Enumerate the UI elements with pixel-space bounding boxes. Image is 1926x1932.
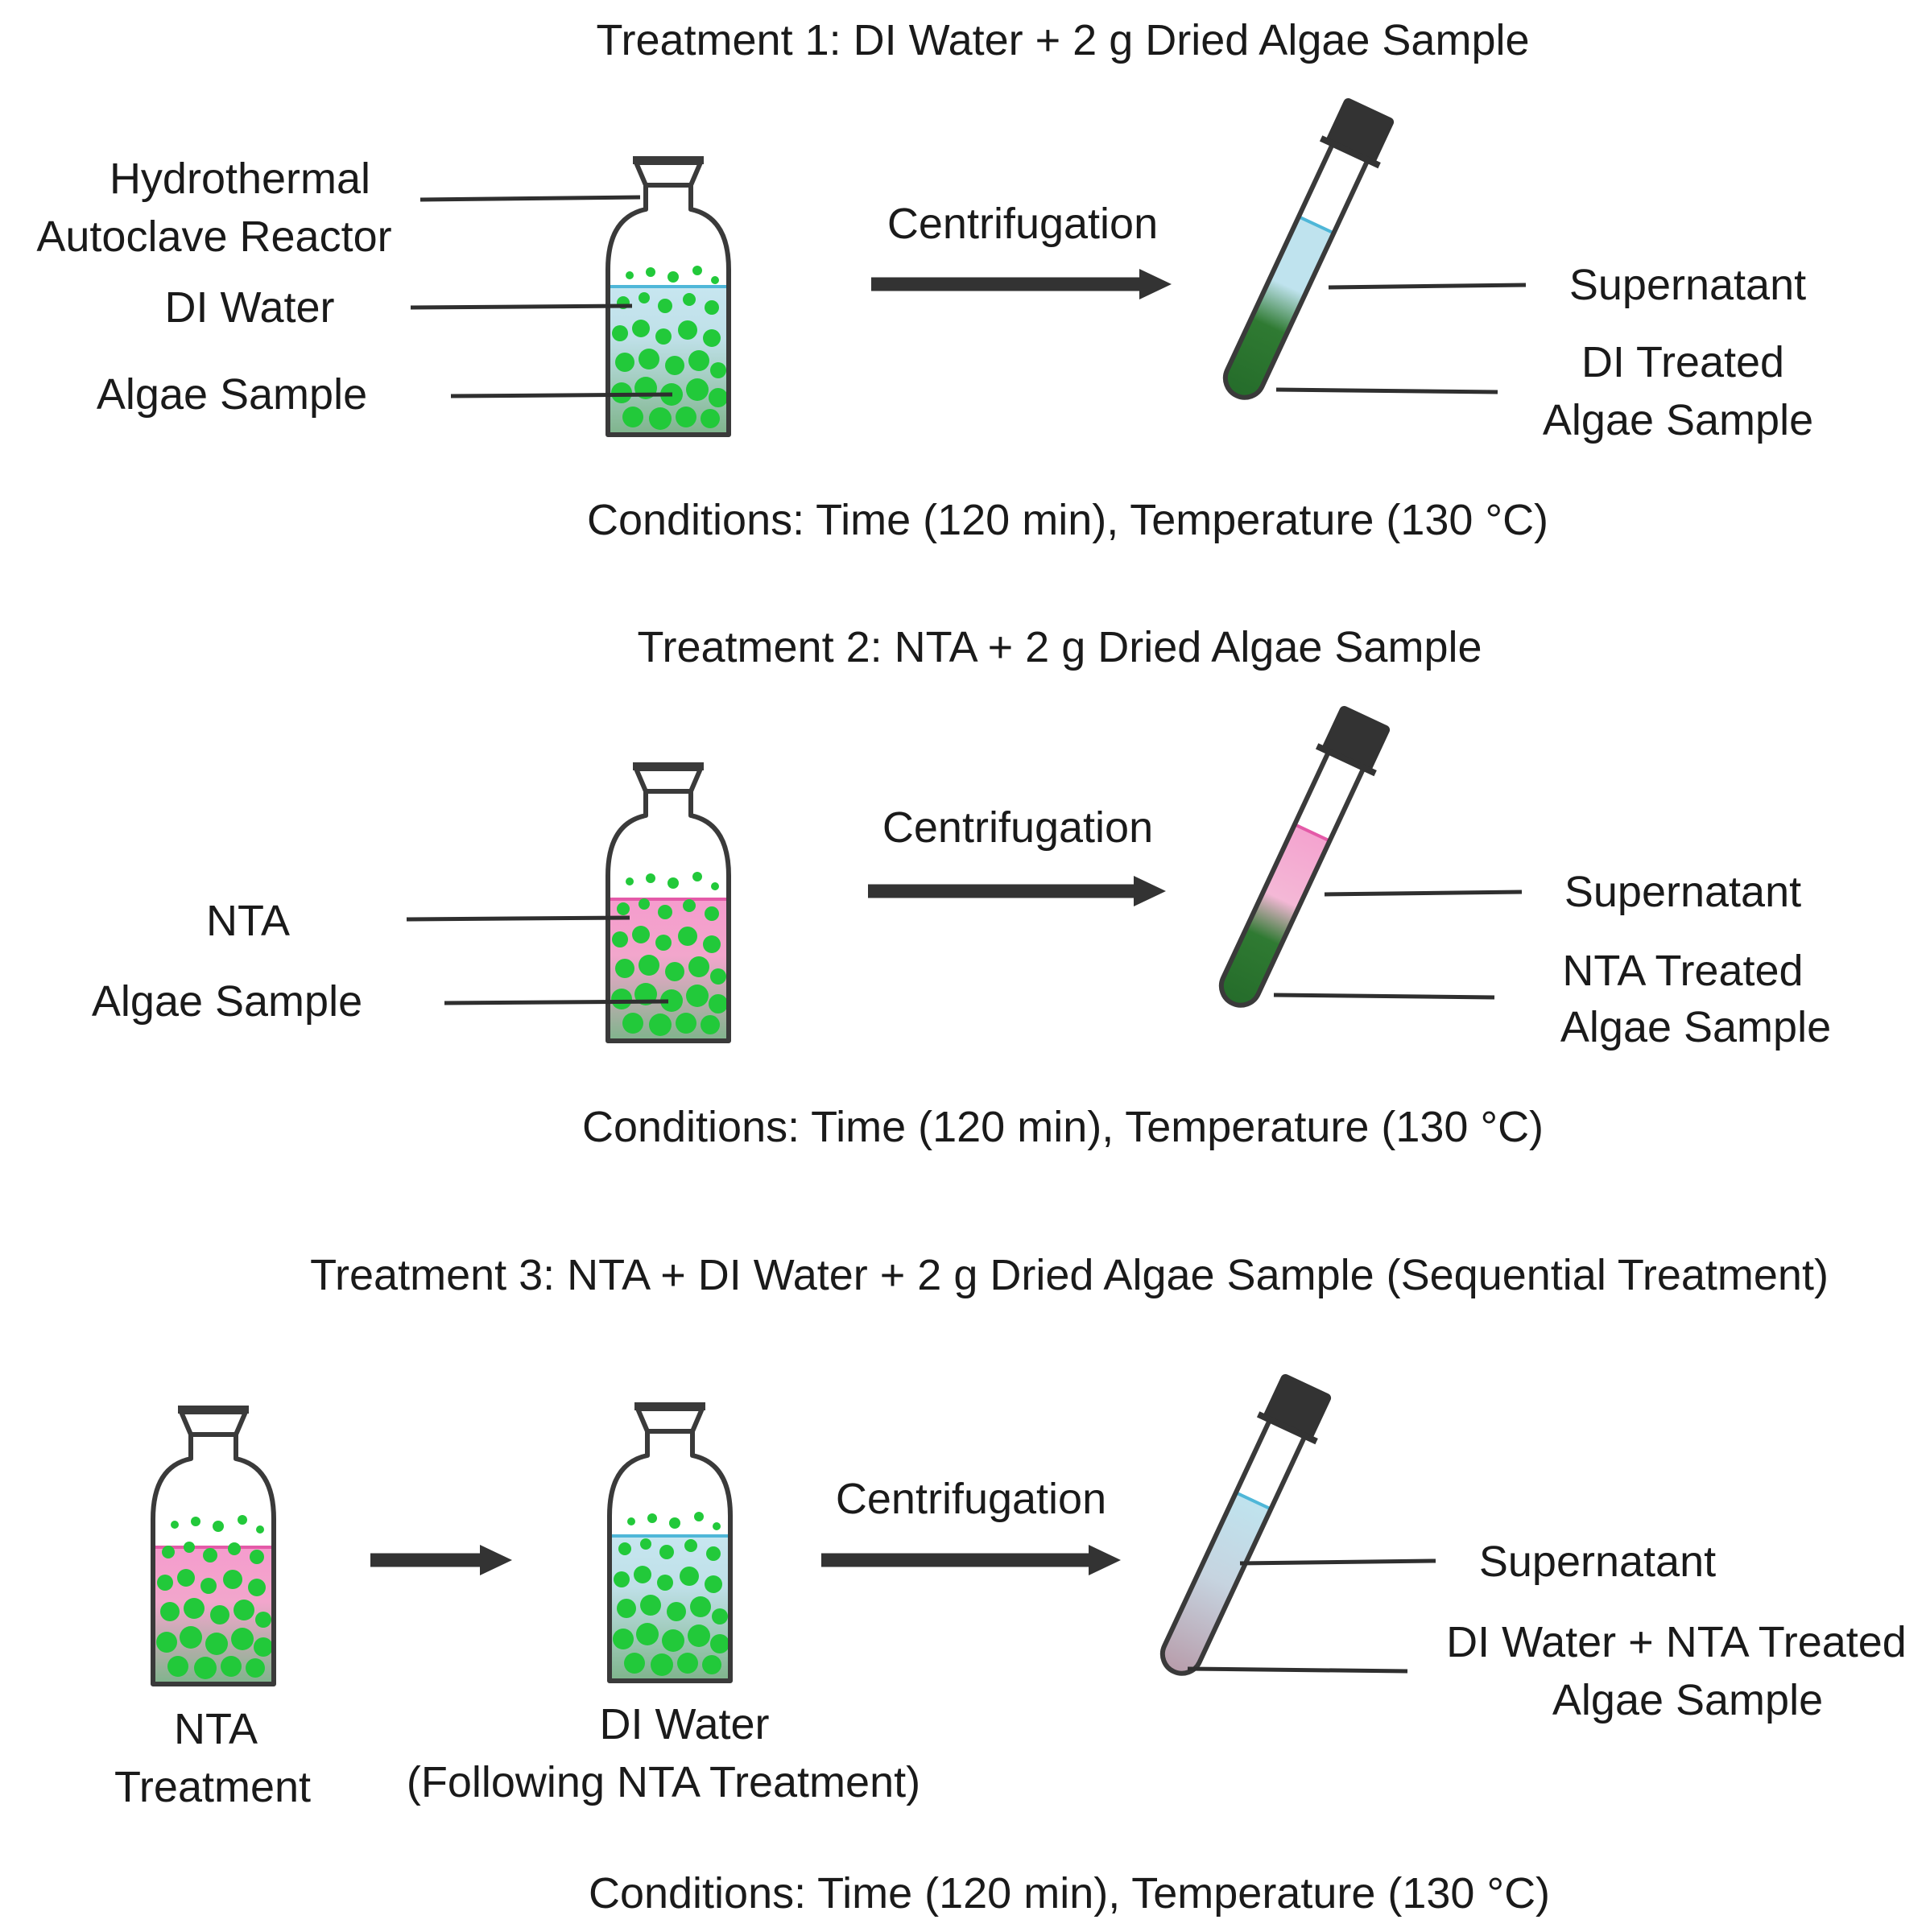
di-water-bottle-icon [607,1402,733,1683]
supernatant-label: Supernatant [1569,261,1806,309]
treated-sample-label-line-1: DI Water + NTA Treated [1446,1618,1907,1666]
supernatant-label: Supernatant [1564,868,1801,916]
supernatant-label: Supernatant [1479,1538,1716,1586]
centrifuge-tube-icon [1214,705,1391,1012]
treated-sample-label-line-2: Algae Sample [1543,396,1813,444]
nta-label: NTA [206,897,290,945]
treatment-1-title: Treatment 1: DI Water + 2 g Dried Algae … [596,16,1529,64]
sample-lead-line [444,999,669,1005]
treated-sample-label-line-2: Algae Sample [1552,1676,1823,1724]
di-water-label: DI Water [164,283,334,332]
treated-lead-line [1187,1666,1408,1674]
treatment-1: Treatment 1: DI Water + 2 g Dried Algae … [36,16,1813,544]
supernatant-lead-line [1239,1558,1436,1566]
treatment-2: Treatment 2: NTA + 2 g Dried Algae Sampl… [92,623,1831,1151]
nta-treatment-label-line-2: Treatment [114,1763,311,1811]
nta-treatment-label-line-1: NTA [174,1705,258,1753]
arrow-icon [821,1545,1121,1575]
arrow-icon [370,1545,512,1575]
algae-sample-label: Algae Sample [92,977,362,1026]
treated-sample-label-line-1: DI Treated [1581,338,1784,386]
arrow-icon [871,269,1172,299]
centrifugation-label: Centrifugation [882,803,1153,852]
algae-sample-label: Algae Sample [97,370,367,419]
reactor-lead-line [420,195,641,202]
treatment-3-conditions: Conditions: Time (120 min), Temperature … [589,1869,1550,1918]
reactor-label-line-1: Hydrothermal [110,155,370,203]
arrow-icon [868,876,1166,906]
treatment-3-title: Treatment 3: NTA + DI Water + 2 g Dried … [310,1251,1829,1299]
nta-bottle-icon [151,1406,276,1686]
centrifugation-label: Centrifugation [836,1475,1106,1523]
treated-sample-label-line-2: Algae Sample [1560,1003,1831,1051]
supernatant-lead-line [1324,890,1523,897]
autoclave-reactor-icon [605,156,731,437]
reactor-label-line-2: Autoclave Reactor [36,213,391,261]
treatment-3: Treatment 3: NTA + DI Water + 2 g Dried … [114,1251,1907,1918]
water-lead-line [410,303,633,310]
sample-lead-line [450,392,673,398]
di-water-step-label-line-2: (Following NTA Treatment) [407,1758,920,1806]
treatment-1-conditions: Conditions: Time (120 min), Temperature … [587,496,1548,544]
centrifugation-label: Centrifugation [887,200,1158,248]
centrifuge-tube-icon [1218,97,1395,404]
nta-lead-line [406,915,630,922]
di-water-step-label-line-1: DI Water [599,1700,769,1748]
supernatant-lead-line [1328,283,1527,290]
autoclave-reactor-icon [605,762,731,1043]
treatment-2-title: Treatment 2: NTA + 2 g Dried Algae Sampl… [637,623,1482,671]
centrifuge-tube-icon [1155,1373,1332,1680]
treated-sample-label-line-1: NTA Treated [1562,947,1803,995]
treated-lead-line [1273,993,1495,1000]
treatment-2-conditions: Conditions: Time (120 min), Temperature … [582,1103,1544,1151]
treated-lead-line [1275,387,1498,394]
